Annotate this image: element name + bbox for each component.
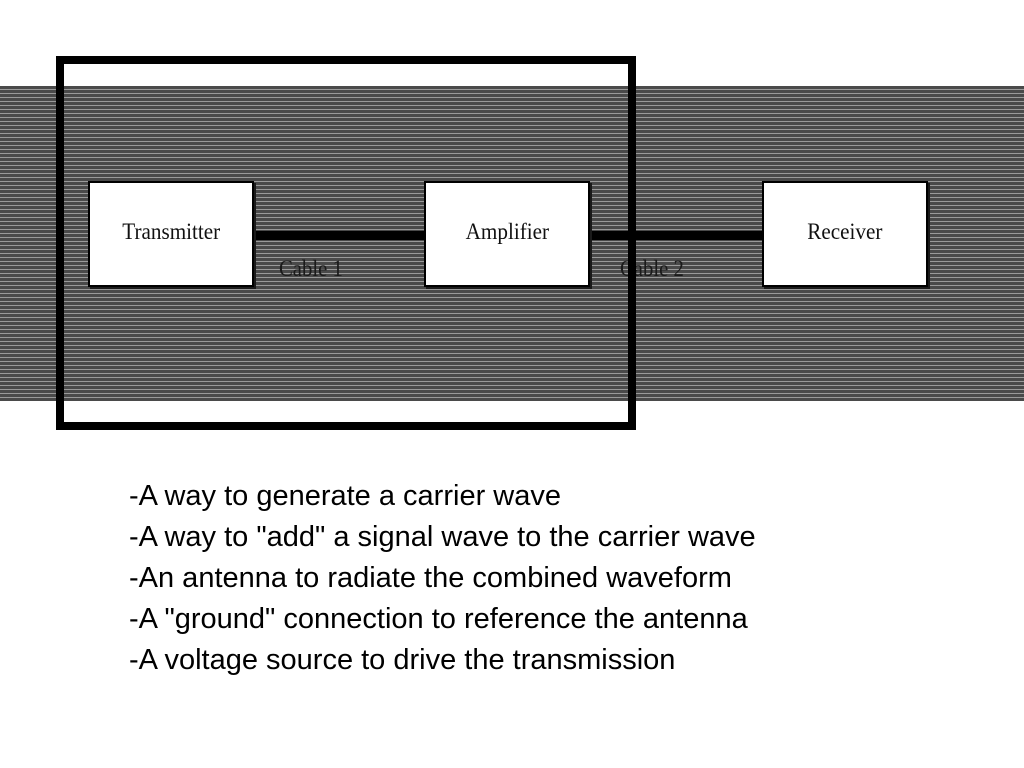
transmitter-block: Transmitter <box>88 181 254 287</box>
list-item: -A way to generate a carrier wave <box>129 480 561 512</box>
list-item: -An antenna to radiate the combined wave… <box>129 562 732 594</box>
amplifier-block: Amplifier <box>424 181 590 287</box>
receiver-block: Receiver <box>762 181 928 287</box>
amplifier-label: Amplifier <box>465 219 549 244</box>
list-item: -A way to "add" a signal wave to the car… <box>129 521 756 553</box>
list-item: -A "ground" connection to reference the … <box>129 603 748 635</box>
receiver-label: Receiver <box>807 219 883 244</box>
cable-1-label: Cable 1 <box>279 256 343 281</box>
cable-2-line <box>592 231 763 240</box>
requirements-list: -A way to generate a carrier wave -A way… <box>129 476 756 681</box>
cable-1-line <box>256 231 426 240</box>
highlight-frame <box>56 56 636 430</box>
transmitter-label: Transmitter <box>122 219 220 244</box>
list-item: -A voltage source to drive the transmiss… <box>129 644 676 676</box>
